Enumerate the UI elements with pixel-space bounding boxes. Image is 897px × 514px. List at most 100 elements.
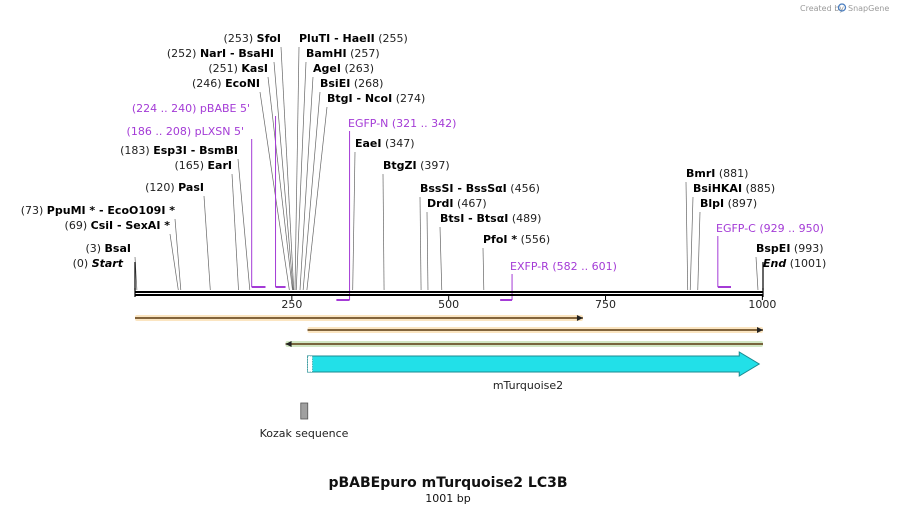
site-bsiei-name: BsiEI [320,77,350,90]
site-bmri-position: (881) [719,167,749,180]
site-csii-sexai-connector [169,233,179,291]
site-bamhi-connector [295,61,307,291]
feature-mturquoise2-start-marker [307,355,313,373]
site-kasi-label: (251) KasI [208,62,268,75]
orf-tracks [135,315,763,347]
primer-annotations: (224 .. 240) pBABE 5'(186 .. 208) pLXSN … [127,102,824,301]
orf-2 [307,327,763,333]
primer-exfp-r-label: EXFP-R (582 .. 601) [510,260,617,273]
site-bsihkai-name: BsiHKAI [693,182,742,195]
site-bsssi-bsss-i-connector [419,196,422,291]
site-bsiei-connector [302,91,321,291]
site-esp3i-bsmbi-name: Esp3I - BsmBI [153,144,238,157]
site-eari-label: (165) EarI [174,159,232,172]
site-connector-lines [134,46,764,291]
site-pfoi-name: PfoI * [483,233,517,246]
site-blpi-connector [697,211,701,291]
site-bsssi-bsss-i-label: BssSI - BssSαI (456) [420,182,540,195]
site-bspei-connector [755,256,759,291]
site-pasi-name: PasI [178,181,204,194]
site-ppumi-ecoo109i-name: PpuMI * - EcoO109I * [47,204,175,217]
site-nari-bsahi-position: (252) [167,47,197,60]
site-btgzi-position: (397) [420,159,450,172]
primer-plxsn-5-label: (186 .. 208) pLXSN 5' [127,125,244,138]
site-bspei-position: (993) [794,242,824,255]
orf-1-arrow-icon [576,315,583,321]
site-ppumi-ecoo109i-position: (73) [21,204,44,217]
site-btgi-ncoi-label: BtgI - NcoI (274) [327,92,425,105]
site-sfoi-label: (253) SfoI [224,32,281,45]
site-sfoi-name: SfoI [257,32,281,45]
feature-mturquoise2-label: mTurquoise2 [493,379,563,392]
site-bamhi-name: BamHI [306,47,347,60]
site-drdi-position: (467) [457,197,487,210]
site-bsihkai-connector [689,196,694,291]
site-sfoi-connector [280,46,295,291]
site-bsiei-label: BsiEI (268) [320,77,383,90]
site-end-name: End [763,257,786,270]
site-eaei-position: (347) [385,137,415,150]
site-drdi-name: DrdI [427,197,454,210]
site-eari-connector [231,173,239,291]
site-pasi-connector [203,195,211,291]
site-esp3i-bsmbi-position: (183) [120,144,150,157]
site-eari-position: (165) [174,159,204,172]
site-pluti-haeii-position: (255) [378,32,408,45]
site-econi-position: (246) [192,77,222,90]
site-csii-sexai-position: (69) [65,219,88,232]
site-pluti-haeii-connector [294,46,300,291]
site-bsiei-position: (268) [354,77,384,90]
site-esp3i-bsmbi-label: (183) Esp3I - BsmBI [120,144,238,157]
sequence-length: 1001 bp [425,492,470,505]
site-start-label: (0) Start [73,257,124,270]
site-esp3i-bsmbi-connector [237,158,251,291]
site-btgi-ncoi-position: (274) [396,92,426,105]
ruler-tick-label: 250 [281,298,302,311]
site-end-label: End (1001) [763,257,826,270]
site-bsihkai-label: BsiHKAI (885) [693,182,775,195]
site-bsai-position: (3) [85,242,101,255]
snapgene-logo-icon [837,3,847,12]
site-econi-label: (246) EcoNI [192,77,260,90]
site-bsssi-bsss-i-position: (456) [510,182,540,195]
site-ppumi-ecoo109i-label: (73) PpuMI * - EcoO109I * [21,204,176,217]
site-eaei-connector [352,151,356,291]
site-kasi-connector [267,76,293,291]
credit-brand: SnapGene [848,4,889,13]
site-start-position: (0) [73,257,89,270]
site-btgi-ncoi-name: BtgI - NcoI [327,92,392,105]
site-pluti-haeii-label: PluTI - HaeII (255) [299,32,408,45]
site-agei-connector [299,76,314,291]
feature-mturquoise2 [307,351,761,377]
site-btsi-bts-i-position: (489) [512,212,542,225]
credit-text: Created by [800,4,844,13]
site-btsi-bts-i-label: BtsI - BtsαI (489) [440,212,541,225]
ruler-tick-label: 1000 [748,298,776,311]
orf-2-arrow-icon [757,327,763,333]
primer-egfp-n-name: EGFP-N [348,117,388,130]
primer-egfp-c-name: EGFP-C [716,222,756,235]
site-btsi-bts-i-name: BtsI - BtsαI [440,212,508,225]
site-btgzi-connector [382,173,385,291]
site-start-name: Start [92,257,124,270]
site-econi-name: EcoNI [225,77,260,90]
site-drdi-connector [426,211,429,291]
site-btgi-ncoi-connector [306,106,328,291]
site-blpi-name: BlpI [700,197,724,210]
site-sfoi-position: (253) [224,32,254,45]
primer-pbabe-5-name: pBABE 5' [200,102,250,115]
orf-3 [285,341,763,347]
site-nari-bsahi-name: NarI - BsaHI [200,47,274,60]
site-bsai-name: BsaI [105,242,131,255]
site-btgzi-name: BtgZI [383,159,417,172]
feature-kozak-sequence-label: Kozak sequence [260,427,349,440]
site-bmri-connector [685,181,689,291]
ruler-tick-label: 750 [595,298,616,311]
site-nari-bsahi-label: (252) NarI - BsaHI [167,47,274,60]
ruler-tick-label: 500 [438,298,459,311]
map-title: pBABEpuro mTurquoise2 LC3B [328,475,567,491]
primer-egfp-c-range: (929 .. 950) [759,222,824,235]
primer-egfp-n-range: (321 .. 342) [392,117,457,130]
site-blpi-position: (897) [728,197,758,210]
